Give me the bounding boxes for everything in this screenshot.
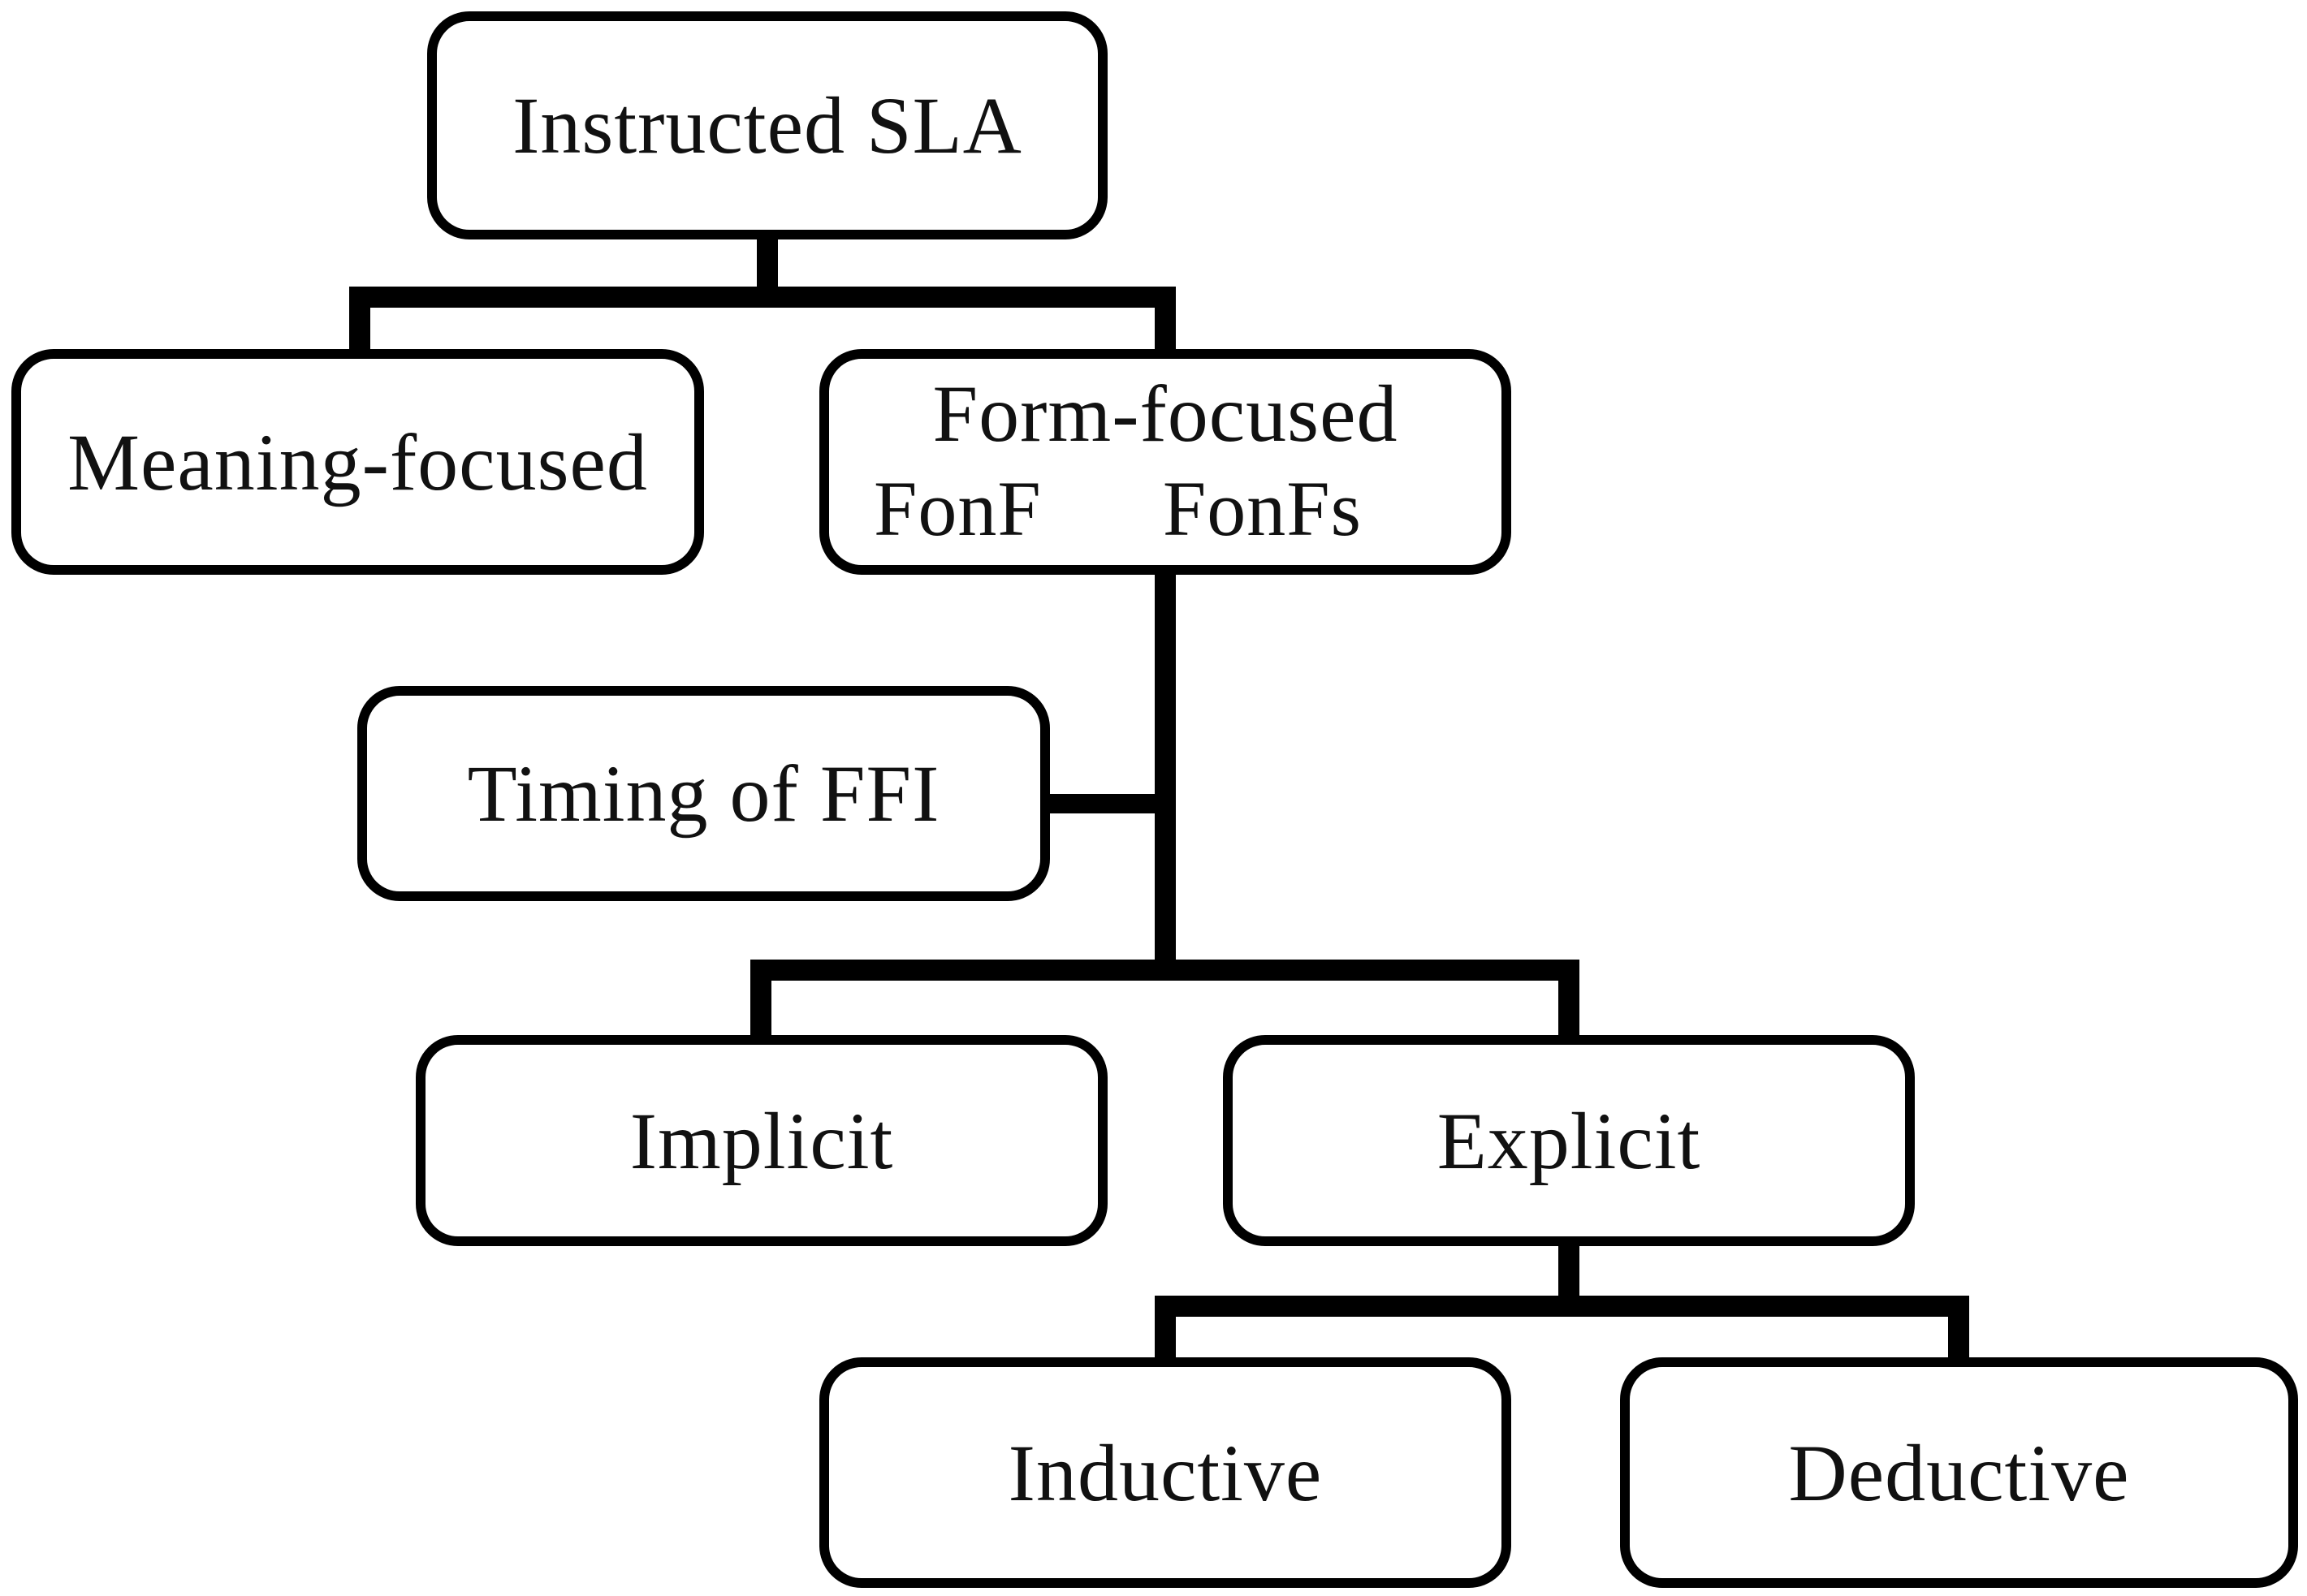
- connector-timing-stub: [1039, 794, 1176, 813]
- connector-drop-implicit: [750, 981, 771, 1037]
- node-form-focused: Form-focused FonF FonFs: [819, 349, 1511, 575]
- node-meaning-focused-label: Meaning-focused: [67, 416, 648, 507]
- connector-explicit-trunk: [1558, 1243, 1579, 1297]
- node-explicit-label: Explicit: [1436, 1095, 1701, 1186]
- node-form-focused-sub-fonf: FonF: [874, 465, 1042, 552]
- node-instructed-sla: Instructed SLA: [427, 11, 1108, 239]
- node-form-focused-sub-fonfs: FonFs: [1162, 465, 1362, 552]
- node-meaning-focused: Meaning-focused: [11, 349, 704, 575]
- connector-drop-explicit: [1558, 981, 1579, 1037]
- node-implicit-label: Implicit: [629, 1095, 894, 1186]
- node-timing-of-ffi-label: Timing of FFI: [467, 748, 940, 839]
- node-inductive: Inductive: [819, 1357, 1511, 1588]
- connector-rail-level3: [1155, 1296, 1969, 1317]
- node-implicit: Implicit: [416, 1035, 1108, 1246]
- connector-rail-level1: [349, 287, 1176, 308]
- connector-drop-meaning: [349, 308, 370, 352]
- node-explicit: Explicit: [1223, 1035, 1915, 1246]
- node-instructed-sla-label: Instructed SLA: [512, 80, 1022, 170]
- node-inductive-label: Inductive: [1008, 1427, 1323, 1518]
- node-deductive: Deductive: [1620, 1357, 2298, 1588]
- node-timing-of-ffi: Timing of FFI: [357, 686, 1050, 901]
- connector-drop-deductive: [1948, 1317, 1969, 1360]
- connector-rail-level2: [750, 960, 1579, 981]
- node-form-focused-label: Form-focused: [932, 369, 1398, 459]
- node-form-focused-subrow: FonF FonFs: [829, 464, 1501, 554]
- node-deductive-label: Deductive: [1788, 1427, 2130, 1518]
- node-form-focused-content: Form-focused FonF FonFs: [829, 359, 1501, 565]
- connector-drop-inductive: [1155, 1317, 1176, 1360]
- connector-sla-trunk: [757, 238, 778, 288]
- connector-form-trunk: [1155, 572, 1176, 963]
- connector-drop-form: [1155, 308, 1176, 352]
